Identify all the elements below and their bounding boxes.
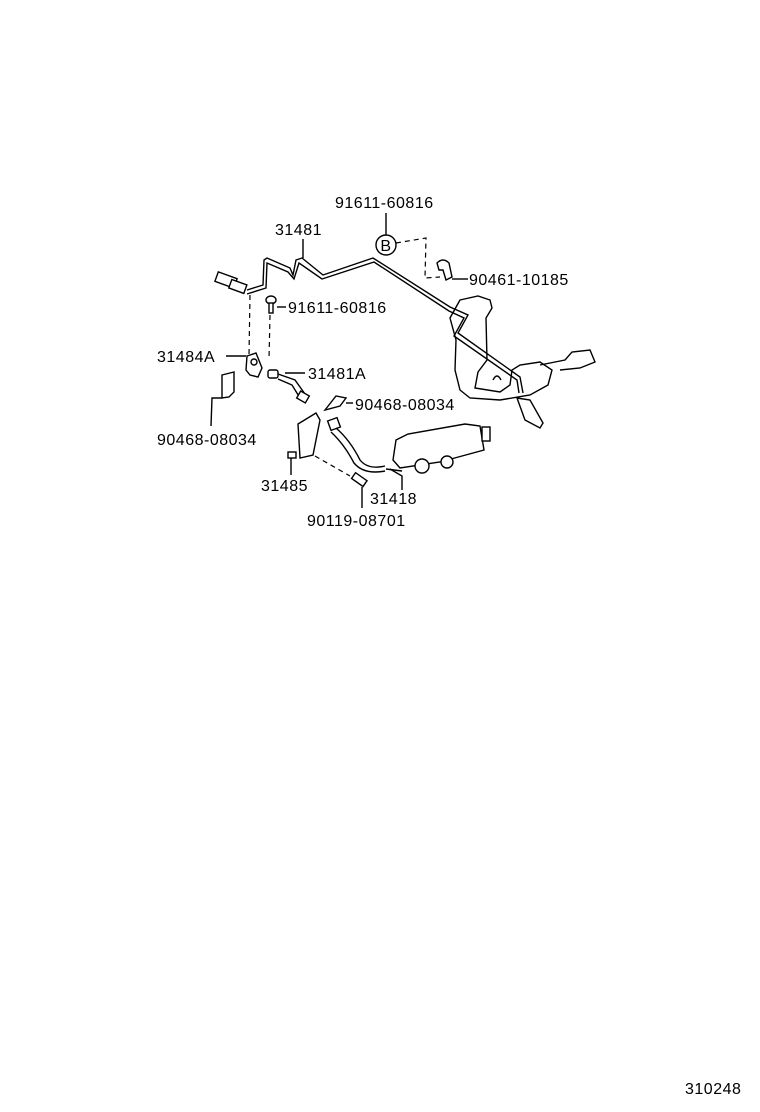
callout-90468-08034-left: 90468-08034	[157, 432, 257, 449]
hose-to-release-cylinder	[326, 416, 386, 473]
bolt-91611	[248, 294, 286, 361]
callout-90468-08034-right: 90468-08034	[355, 397, 455, 414]
pipe-fitting-left	[213, 270, 248, 295]
clamp-90461	[436, 259, 468, 281]
ref-marker-label: B	[380, 238, 391, 255]
pipe-31481a	[267, 369, 311, 404]
figure-number: 310248	[685, 1081, 741, 1098]
callout-31481: 31481	[275, 222, 322, 239]
pipe-fitting-right	[515, 397, 544, 429]
clutch-pipe-31481	[246, 257, 524, 394]
bolt-90119	[350, 471, 369, 508]
clip-left	[210, 371, 235, 427]
reference-marker-b: B	[375, 213, 441, 279]
master-cylinder	[449, 295, 596, 401]
bracket-31484a	[226, 352, 263, 378]
callout-31481a: 31481A	[308, 366, 366, 383]
callout-31485: 31485	[261, 478, 308, 495]
callout-90119-08701: 90119-08701	[307, 513, 406, 530]
callout-90461-10185: 90461-10185	[469, 272, 569, 289]
callout-91611-60816-top: 91611-60816	[335, 195, 434, 212]
bracket-31485	[287, 412, 351, 477]
callout-31484a: 31484A	[157, 349, 215, 366]
clip-right	[323, 395, 353, 412]
release-cylinder-31418	[385, 423, 491, 490]
callout-91611-60816-mid: 91611-60816	[288, 300, 387, 317]
callout-31418: 31418	[370, 491, 417, 508]
